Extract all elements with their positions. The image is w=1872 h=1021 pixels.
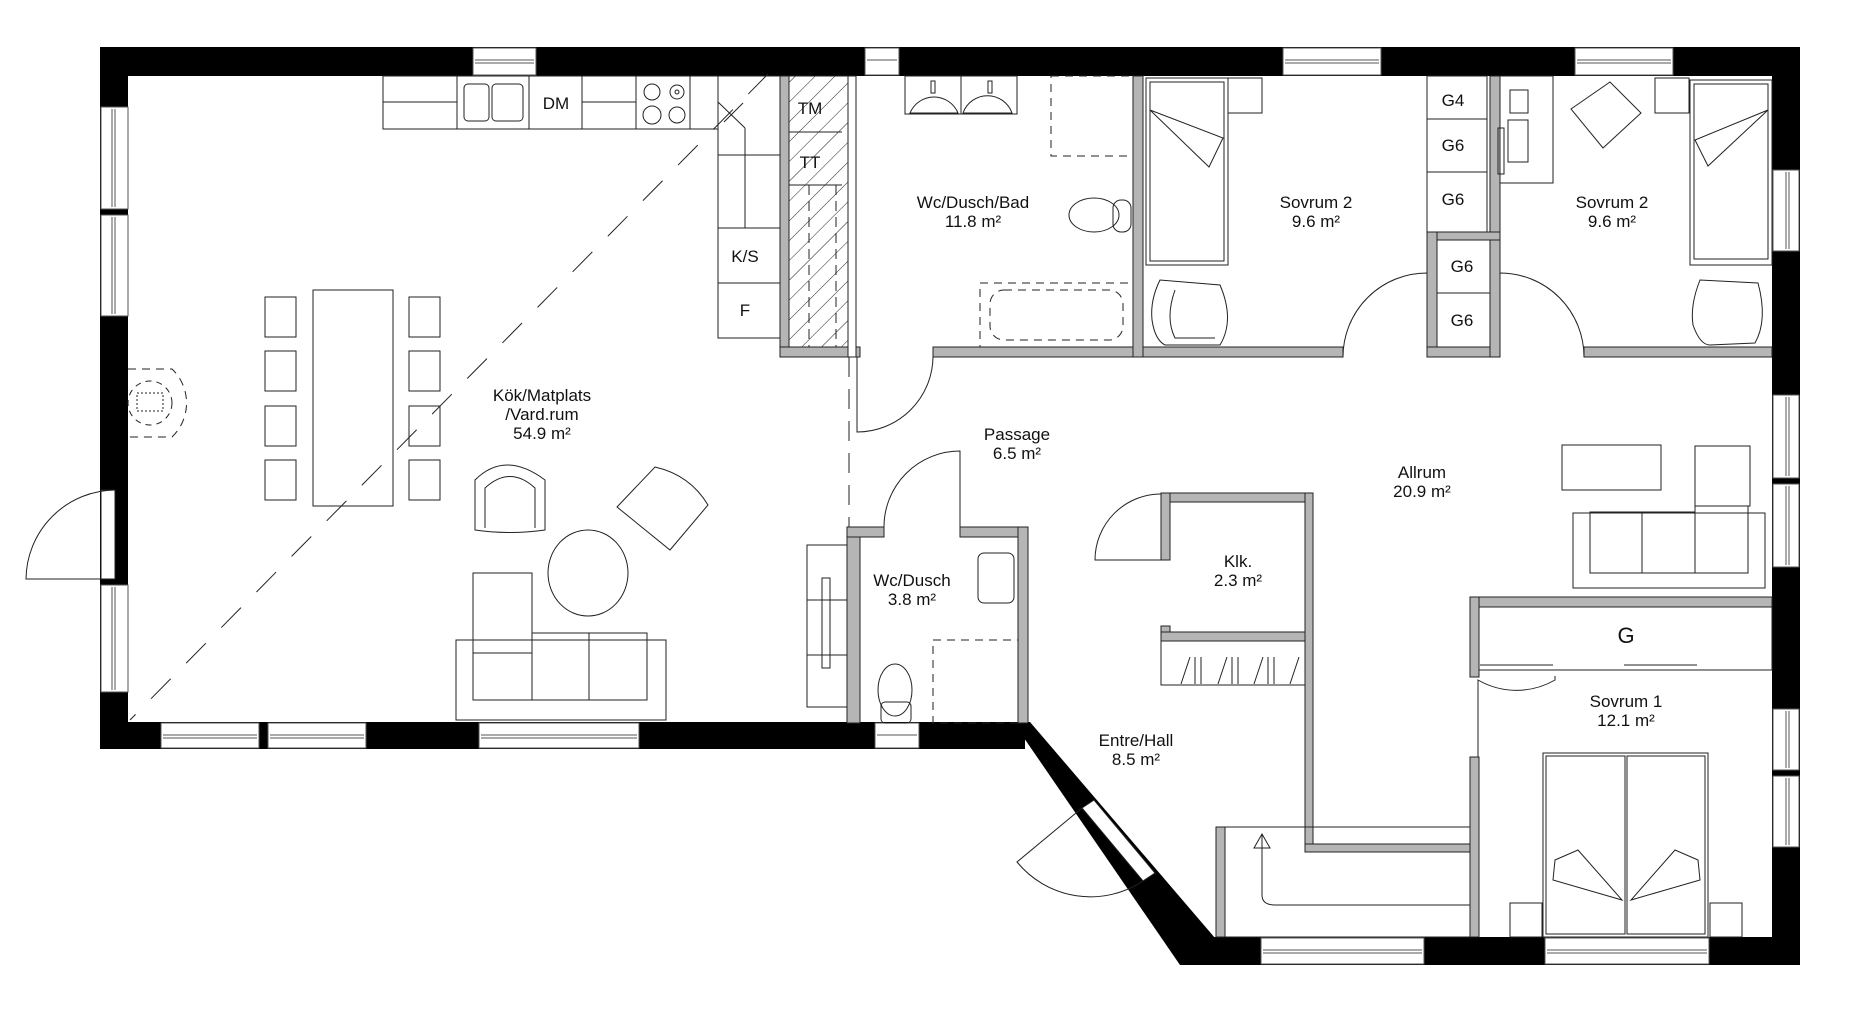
room-label-sovrum-2a: Sovrum 2 9.6 m² [1280,193,1353,231]
fixture-dryer: TT [799,153,821,172]
room-name: Wc/Dusch/Bad [916,193,1030,212]
room-area: 2.3 m² [1213,571,1263,590]
room-area: 3.8 m² [887,590,937,609]
room-label-klk: Klk. 2.3 m² [1214,552,1262,590]
kitchen-fixtures [130,74,849,720]
room-name-2: /Vard.rum [505,405,579,424]
room-area: 11.8 m² [944,212,1002,231]
fixture-dishwasher: DM [542,94,570,113]
bedroom-furniture [1146,76,1772,937]
room-area: 20.9 m² [1393,482,1451,501]
room-label-wc-dusch: Wc/Dusch 3.8 m² [873,571,950,609]
fixture-freezer: F [739,301,751,320]
room-label-allrum: Allrum 20.9 m² [1393,463,1451,501]
wardrobe-g: G [1617,623,1635,648]
room-name: Klk. [1223,552,1253,571]
room-name: Kök/Matplats [492,386,592,405]
room-area: 8.5 m² [1111,750,1161,769]
interior-walls [780,76,1772,937]
room-label-kok: Kök/Matplats /Vard.rum 54.9 m² [493,386,591,443]
room-label-entre: Entre/Hall 8.5 m² [1099,731,1174,769]
room-area: 54.9 m² [513,424,571,443]
room-area: 6.5 m² [992,444,1042,463]
windows [101,48,1799,964]
room-name: Sovrum 1 [1589,692,1663,711]
room-name: Passage [983,425,1051,444]
closet-g6-3: G6 [1450,257,1474,276]
room-name: Allrum [1397,463,1447,482]
doors [26,273,1584,897]
room-label-sovrum-2b: Sovrum 2 9.6 m² [1576,193,1649,231]
closet-g4: G4 [1441,91,1465,110]
room-label-passage: Passage 6.5 m² [984,425,1050,463]
closet-g6-1: G6 [1441,136,1465,155]
room-name: Entre/Hall [1098,731,1174,750]
room-label-wc-dusch-bad: Wc/Dusch/Bad 11.8 m² [917,193,1029,231]
room-name: Sovrum 2 [1279,193,1353,212]
room-label-sovrum-1: Sovrum 1 12.1 m² [1590,692,1663,730]
room-area: 12.1 m² [1597,711,1655,730]
living-furniture [128,290,708,720]
bathroom-fixtures [807,76,1133,723]
closet-g6-4: G6 [1450,311,1474,330]
closet-g6-2: G6 [1441,190,1465,209]
room-area: 9.6 m² [1291,212,1341,231]
fixture-washing-machine: TM [797,99,823,118]
fixture-fridge-freezer: K/S [731,247,759,266]
room-area: 9.6 m² [1587,212,1637,231]
room-name: Sovrum 2 [1575,193,1649,212]
room-name: Wc/Dusch [873,571,951,590]
